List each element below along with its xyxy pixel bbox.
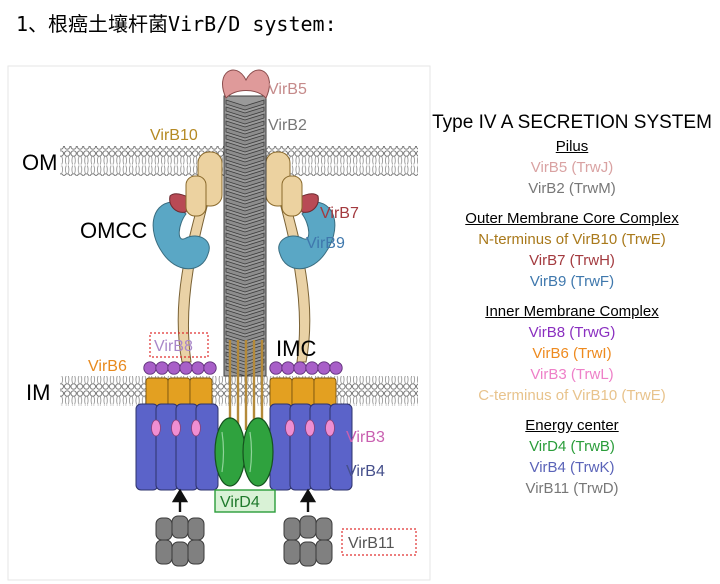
pilus-subunit: [225, 309, 265, 321]
pilus-subunit: [225, 148, 265, 160]
pilus-filaments: [228, 340, 264, 430]
legend-group-title: Pilus: [555, 138, 589, 155]
pilus-subunit: [225, 302, 265, 314]
legend-entry: N-terminus of VirB10 (TrwE): [478, 231, 666, 248]
page-heading: 1、根癌土壤杆菌VirB/D system:: [16, 12, 337, 36]
energy-arrow: [171, 488, 317, 512]
pilus-subunit: [225, 260, 265, 272]
virb11-highlight-box: [341, 528, 417, 556]
pilus-subunit: [225, 176, 265, 188]
pilus-subunit: [225, 113, 265, 125]
legend-group-title: Outer Membrane Core Complex: [465, 210, 679, 227]
pilus-subunit: [225, 281, 265, 293]
omcc-label: OMCC: [80, 218, 147, 243]
pilus-subunit: [225, 197, 265, 209]
virb8-head: [305, 361, 319, 375]
pilus-subunit: [225, 99, 265, 111]
virb3-label: VirB3: [346, 429, 385, 446]
legend-entry: VirD4 (TrwB): [529, 438, 615, 455]
virb5-label: VirB5: [268, 81, 307, 98]
pilus-subunit: [225, 316, 265, 328]
virb4-label: VirB4: [346, 463, 385, 480]
pilus-subunit: [225, 232, 265, 244]
legend-group-title: Inner Membrane Complex: [485, 303, 659, 320]
virb8-head: [179, 361, 193, 375]
virb8-head: [269, 361, 283, 375]
virb8-head: [155, 361, 169, 375]
virb11-protein: [155, 515, 333, 567]
virb10-n-terminus: [185, 151, 303, 217]
legend-entry: VirB4 (TrwK): [529, 459, 615, 476]
virb2-pilus: [223, 95, 267, 377]
virb8-label: VirB8: [154, 338, 193, 355]
pilus-subunit: [225, 218, 265, 230]
virb5-tip: [222, 69, 270, 99]
virb6-label: VirB6: [88, 358, 127, 375]
virb8-head: [329, 361, 343, 375]
im-label: IM: [26, 380, 50, 405]
vird4-label-box: [214, 489, 276, 513]
virb10-label: VirB10: [150, 127, 198, 144]
virb8-head: [203, 361, 217, 375]
legend-entry: VirB3 (TrwL): [530, 366, 614, 383]
pilus-subunit: [225, 253, 265, 265]
pilus-subunit: [225, 134, 265, 146]
legend-entry: VirB8 (TrwG): [528, 324, 616, 341]
virb3-protein: [151, 419, 335, 437]
legend-entry: VirB5 (TrwJ): [530, 159, 614, 176]
pilus-subunit: [225, 267, 265, 279]
pilus-subunit: [225, 274, 265, 286]
pilus-subunit: [225, 127, 265, 139]
pilus-subunit: [225, 323, 265, 335]
legend-title: Type IV A SECRETION SYSTEM: [432, 112, 712, 133]
pilus-subunit: [225, 190, 265, 202]
legend-entry: VirB7 (TrwH): [529, 252, 615, 269]
pilus-subunit: [225, 204, 265, 216]
pilus-subunit: [225, 155, 265, 167]
virb8-highlight-box: [149, 332, 209, 358]
pilus-subunit: [225, 239, 265, 251]
imc-label: IMC: [276, 336, 316, 361]
om-label: OM: [22, 150, 57, 175]
pilus-subunit: [225, 162, 265, 174]
virb11-label: VirB11: [348, 535, 395, 552]
virb8-head: [167, 361, 181, 375]
virb7-label: VirB7: [320, 205, 359, 222]
legend-entry: VirB2 (TrwM): [528, 180, 616, 197]
legend-entry: VirB9 (TrwF): [529, 273, 615, 290]
pilus-subunit: [225, 330, 265, 342]
virb8-head: [293, 361, 307, 375]
legend-entry: VirB11 (TrwD): [525, 480, 619, 497]
virb9-label: VirB9: [306, 235, 345, 252]
vird4-label: VirD4: [220, 494, 260, 511]
virb6-protein: [145, 377, 337, 409]
pilus-subunit: [225, 225, 265, 237]
pilus-subunit: [225, 141, 265, 153]
virb8-protein: [143, 361, 343, 375]
pilus-subunit: [225, 183, 265, 195]
virb8-head: [191, 361, 205, 375]
pilus-subunit: [225, 295, 265, 307]
pilus-subunit: [225, 169, 265, 181]
pilus-subunit: [225, 288, 265, 300]
virb8-head: [281, 361, 295, 375]
virb8-head: [143, 361, 157, 375]
virb8-head: [317, 361, 331, 375]
pilus-subunit: [225, 246, 265, 258]
pilus-subunit: [225, 120, 265, 132]
pilus-subunit: [225, 211, 265, 223]
virb2-label: VirB2: [268, 117, 307, 134]
pilus-subunit: [225, 106, 265, 118]
virb9-protein: [152, 201, 336, 270]
legend-group-title: Energy center: [525, 417, 619, 434]
legend-entry: C-terminus of VirB10 (TrwE): [478, 387, 666, 404]
legend-entry: VirB6 (TrwI): [532, 345, 612, 362]
